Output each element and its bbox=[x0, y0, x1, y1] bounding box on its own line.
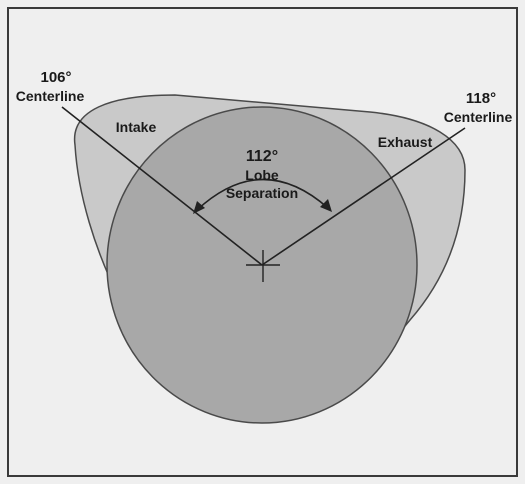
exhaust-centerline-label: Centerline bbox=[444, 109, 513, 125]
lobe-separation-line1: Lobe bbox=[245, 167, 279, 183]
lobe-separation-arc bbox=[196, 178, 329, 211]
frame-border bbox=[7, 7, 518, 477]
exhaust-centerline-degrees: 118° bbox=[466, 90, 496, 107]
arc-arrow-right bbox=[320, 199, 332, 212]
intake-label: Intake bbox=[116, 119, 157, 135]
intake-centerline-degrees: 106° bbox=[40, 69, 71, 86]
exhaust-label: Exhaust bbox=[378, 134, 433, 150]
intake-centerline-label: Centerline bbox=[16, 88, 85, 104]
arc-arrow-left bbox=[193, 201, 205, 214]
lobe-separation-line2: Separation bbox=[226, 185, 298, 201]
exhaust-centerline-line bbox=[261, 127, 466, 266]
intake-centerline-line bbox=[61, 106, 263, 266]
lobe-separation-degrees: 112° bbox=[246, 148, 278, 165]
